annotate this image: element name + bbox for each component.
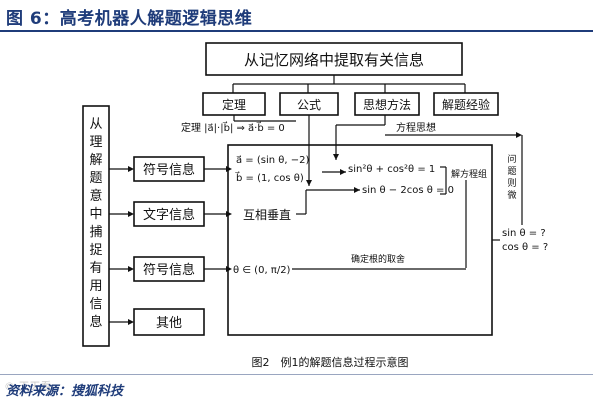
footer-divider [0, 374, 593, 375]
range-condition: θ ∈ (0, π/2) [233, 265, 291, 276]
svg-text:意: 意 [89, 188, 102, 204]
svg-text:信: 信 [89, 297, 102, 312]
svg-text:解: 解 [89, 153, 102, 168]
figure-caption: 图2 例1的解题信息过程示意图 [252, 355, 409, 369]
svg-text:从: 从 [89, 117, 102, 132]
vector-b: b⃗ = (1, cos θ) [235, 171, 304, 184]
page-title: 图 6：高考机器人解题逻辑思维 [6, 9, 253, 29]
top-box-label: 从记忆网络中提取有关信息 [244, 51, 424, 69]
vertical-side-label: 问 题 则 微 [507, 153, 516, 201]
answer-cos: cos θ = ? [502, 242, 548, 253]
root-choice-label: 确定根的取舍 [351, 253, 405, 265]
title-divider [0, 30, 593, 32]
top-box [205, 42, 463, 76]
svg-text:中: 中 [89, 207, 102, 222]
svg-text:捕: 捕 [89, 224, 102, 240]
svg-text:题: 题 [89, 171, 102, 186]
svg-text:问: 问 [507, 153, 516, 165]
category-theorem-label: 定理 [222, 97, 246, 112]
answer-sin: sin θ = ? [502, 228, 546, 239]
svg-text:理: 理 [89, 135, 102, 150]
info-box-other-label: 其他 [156, 316, 182, 331]
category-experience-label: 解题经验 [442, 97, 490, 112]
svg-text:题: 题 [507, 166, 516, 177]
theorem-note: 定理 |a⃗|·|b⃗| ⇒ a⃗·b⃗ = 0 [181, 121, 285, 134]
info-box-text-label: 文字信息 [143, 207, 195, 223]
info-box-other [133, 308, 205, 336]
problem-solving-diagram: 从记忆网络中提取有关信息 定理 公式 思想方法 解题经验 从 理 解 题 意 中… [82, 42, 548, 369]
vector-a: a⃗ = (sin θ, −2) [236, 155, 309, 166]
svg-text:则: 则 [507, 177, 516, 189]
category-formula-label: 公式 [297, 98, 321, 112]
watermark: © 天天看 [4, 380, 52, 393]
svg-text:微: 微 [507, 189, 516, 201]
equation-1: sin²θ + cos²θ = 1 [348, 164, 435, 175]
category-method-label: 思想方法 [363, 97, 411, 112]
source-note: 资料来源：搜狐科技 [6, 384, 124, 399]
perpendicular-label: 互相垂直 [243, 208, 291, 222]
svg-text:捉: 捉 [89, 243, 102, 258]
svg-text:有: 有 [89, 261, 102, 276]
category-experience [433, 92, 499, 116]
method-note: 方程思想 [396, 121, 436, 134]
info-box-text [133, 201, 205, 227]
capture-info-label: 从 理 解 题 意 中 捕 捉 有 用 信 息 [89, 117, 102, 330]
svg-text:息: 息 [89, 314, 102, 330]
info-box-symbol-1-label: 符号信息 [143, 162, 195, 178]
category-method [354, 92, 420, 116]
equation-2: sin θ − 2cos θ = 0 [362, 185, 454, 196]
info-box-symbol-2-label: 符号信息 [143, 262, 195, 278]
svg-text:用: 用 [89, 279, 102, 294]
capture-info-box [82, 105, 110, 347]
solve-label: 解方程组 [451, 168, 487, 180]
